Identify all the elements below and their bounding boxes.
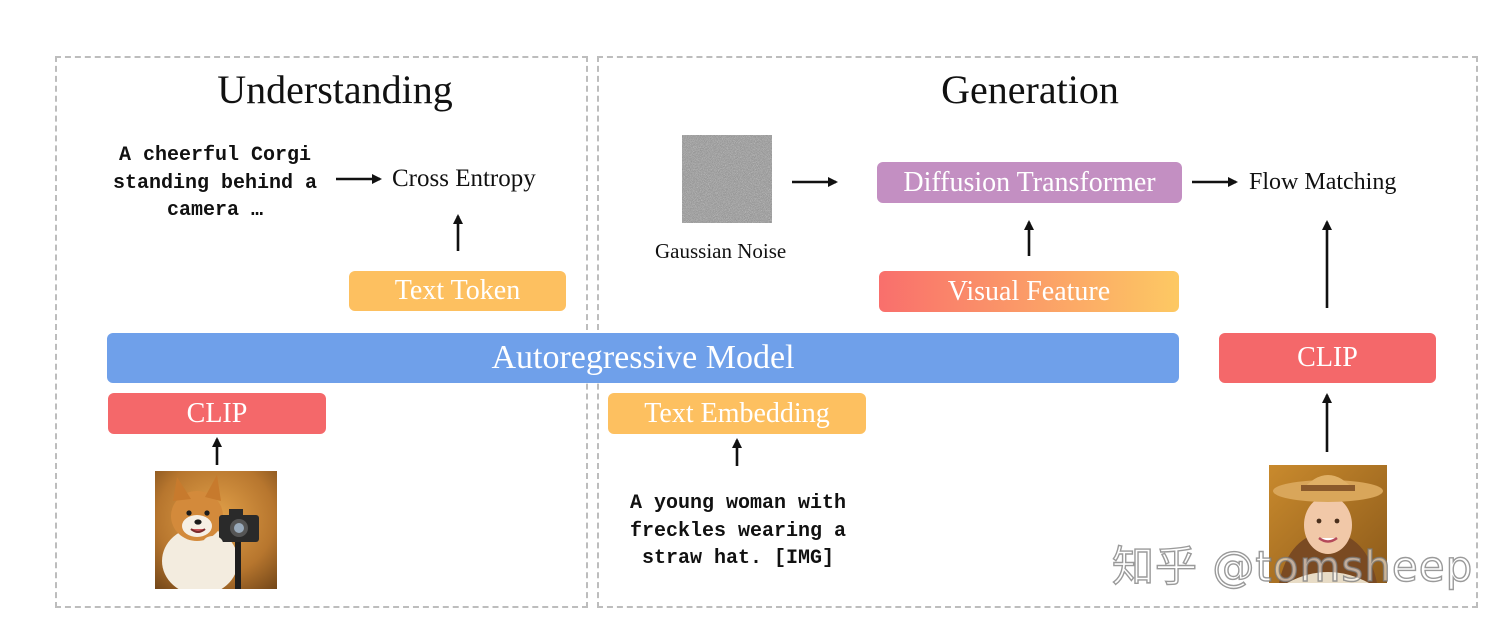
clip-box-understanding: CLIP bbox=[108, 393, 326, 434]
gaussian-noise-label: Gaussian Noise bbox=[655, 239, 787, 263]
generation-title: Generation bbox=[941, 67, 1119, 112]
corgi-caption: A cheerful Corgi standing behind a camer… bbox=[112, 144, 318, 222]
gaussian-noise-image bbox=[682, 135, 772, 223]
watermark: 知乎 @tomsheep bbox=[1111, 541, 1474, 591]
understanding-panel bbox=[55, 56, 588, 608]
text-token-box: Text Token bbox=[349, 271, 566, 311]
diffusion-transformer-box: Diffusion Transformer bbox=[877, 162, 1182, 203]
understanding-title: Understanding bbox=[217, 67, 453, 112]
generation-panel bbox=[597, 56, 1478, 608]
corgi-image bbox=[155, 471, 277, 589]
clip-box-generation: CLIP bbox=[1219, 333, 1436, 383]
text-embedding-box: Text Embedding bbox=[608, 393, 866, 434]
flow-matching-label: Flow Matching bbox=[1249, 169, 1397, 195]
cross-entropy-label: Cross Entropy bbox=[392, 165, 536, 192]
woman-prompt: A young woman with freckles wearing a st… bbox=[629, 492, 847, 570]
woman-image bbox=[1269, 465, 1387, 583]
visual-feature-box: Visual Feature bbox=[879, 271, 1179, 312]
autoregressive-model-bar: Autoregressive Model bbox=[107, 333, 1179, 383]
